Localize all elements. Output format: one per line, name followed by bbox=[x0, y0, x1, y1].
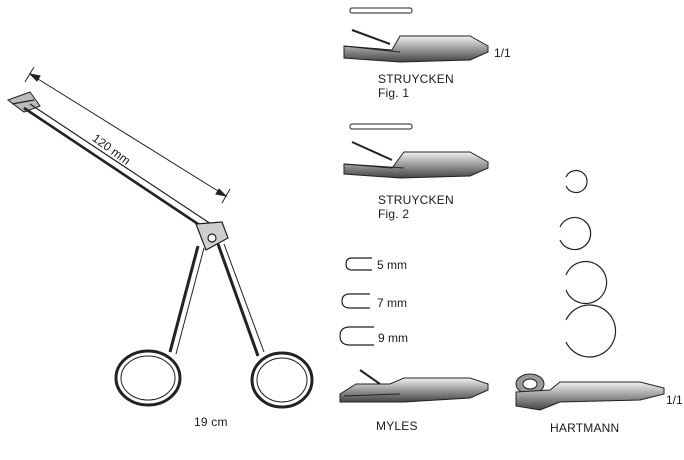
struycken-fig1-name: STRUYCKEN bbox=[378, 72, 454, 86]
struycken-scale-label: 1/1 bbox=[494, 46, 511, 60]
myles-cup-size-9: 9 mm bbox=[378, 331, 408, 345]
struycken-fig2-label: Fig. 2 bbox=[378, 207, 410, 221]
myles-cup-size-5: 5 mm bbox=[377, 258, 407, 272]
struycken-fig2-name: STRUYCKEN bbox=[378, 193, 454, 207]
hartmann-drawing bbox=[515, 373, 665, 411]
hartmann-name: HARTMANN bbox=[550, 421, 620, 435]
struycken-fig2-drawing bbox=[343, 123, 489, 179]
struycken-fig1-label: Fig. 1 bbox=[378, 86, 410, 100]
forceps-main-drawing bbox=[6, 66, 314, 409]
myles-name: MYLES bbox=[376, 419, 418, 433]
myles-cup-outlines bbox=[339, 257, 374, 346]
overall-length-label: 19 cm bbox=[194, 415, 228, 429]
myles-drawing bbox=[339, 369, 489, 403]
myles-cup-size-7: 7 mm bbox=[377, 296, 407, 310]
hartmann-scale-label: 1/1 bbox=[666, 393, 683, 407]
hartmann-ring-outlines bbox=[559, 169, 617, 358]
struycken-fig1-drawing bbox=[343, 7, 489, 63]
